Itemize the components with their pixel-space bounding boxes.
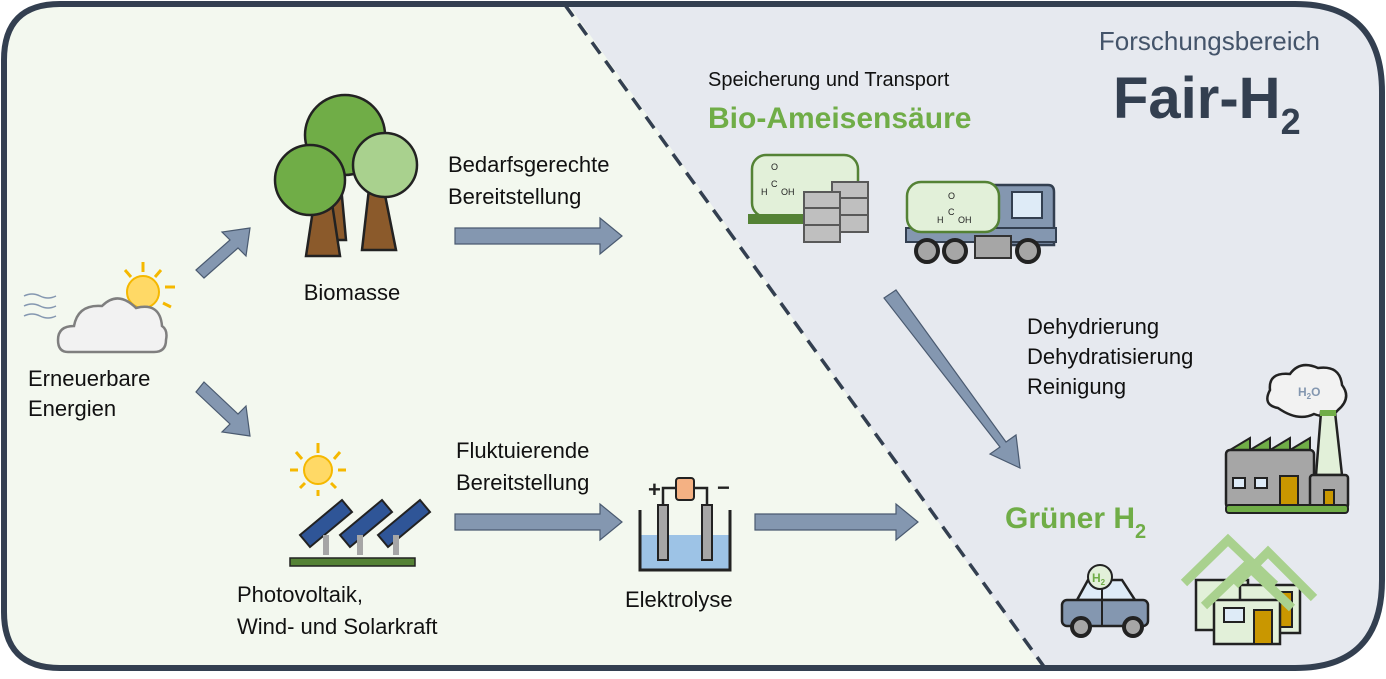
renewable-energy-label-line1: Erneuerbare: [28, 366, 150, 391]
pv-label-line2: Wind- und Solarkraft: [237, 614, 438, 639]
green-hydrogen-label: Grüner H2: [1005, 502, 1146, 543]
svg-text:OH: OH: [781, 187, 795, 197]
wind-sun-cloud-icon: [23, 262, 175, 354]
arrow-pv-supply: [454, 502, 623, 542]
pv-supply-line2: Bereitstellung: [456, 470, 589, 495]
arrow-dehydrogenation: [883, 289, 1021, 470]
arrow-electrolysis-to-h2: [754, 502, 919, 542]
factory-icon: H2O: [1224, 363, 1350, 514]
svg-text:H: H: [937, 215, 944, 225]
biomass-supply-line1: Bedarfsgerechte: [448, 152, 609, 177]
process-step-reinigung: Reinigung: [1027, 374, 1126, 399]
renewable-energy-label-line2: Energien: [28, 396, 116, 421]
svg-text:O: O: [771, 162, 778, 172]
plus-sign: +: [648, 477, 661, 502]
svg-text:C: C: [771, 179, 778, 189]
pv-label-line1: Photovoltaik,: [237, 582, 363, 607]
storage-tank-icon: O C H OH: [748, 153, 869, 243]
hydrogen-car-icon: H2: [1060, 564, 1150, 638]
svg-text:H: H: [761, 187, 768, 197]
storage-label: Speicherung und Transport: [708, 69, 950, 91]
pv-supply-line1: Fluktuierende: [456, 438, 589, 463]
trees-icon: [273, 93, 419, 258]
arrow-biomass-supply: [454, 216, 623, 256]
cloud-h2o-label: H2O: [1298, 385, 1320, 401]
svg-text:OH: OH: [958, 215, 972, 225]
project-title: Fair-H2: [1113, 66, 1301, 142]
arrow-to-photovoltaik: [195, 381, 251, 437]
process-step-dehydrierung: Dehydrierung: [1027, 314, 1159, 339]
process-step-dehydratisierung: Dehydratisierung: [1027, 344, 1193, 369]
biomass-label: Biomasse: [304, 280, 401, 305]
arrow-to-biomass: [195, 227, 251, 279]
biomass-supply-line2: Bereitstellung: [448, 184, 581, 209]
research-area-label: Forschungsbereich: [1099, 26, 1320, 56]
svg-text:O: O: [948, 191, 955, 201]
svg-text:C: C: [948, 207, 955, 217]
storage-product: Bio-Ameisensäure: [708, 102, 971, 135]
minus-sign: −: [717, 475, 730, 500]
car-h2-badge: H2: [1092, 571, 1106, 587]
electrolysis-label: Elektrolyse: [625, 587, 733, 612]
solar-panels-icon: [289, 443, 432, 567]
houses-icon: [1180, 533, 1318, 646]
electrolysis-icon: + −: [638, 475, 732, 572]
tanker-truck-icon: O C H OH: [905, 180, 1057, 264]
